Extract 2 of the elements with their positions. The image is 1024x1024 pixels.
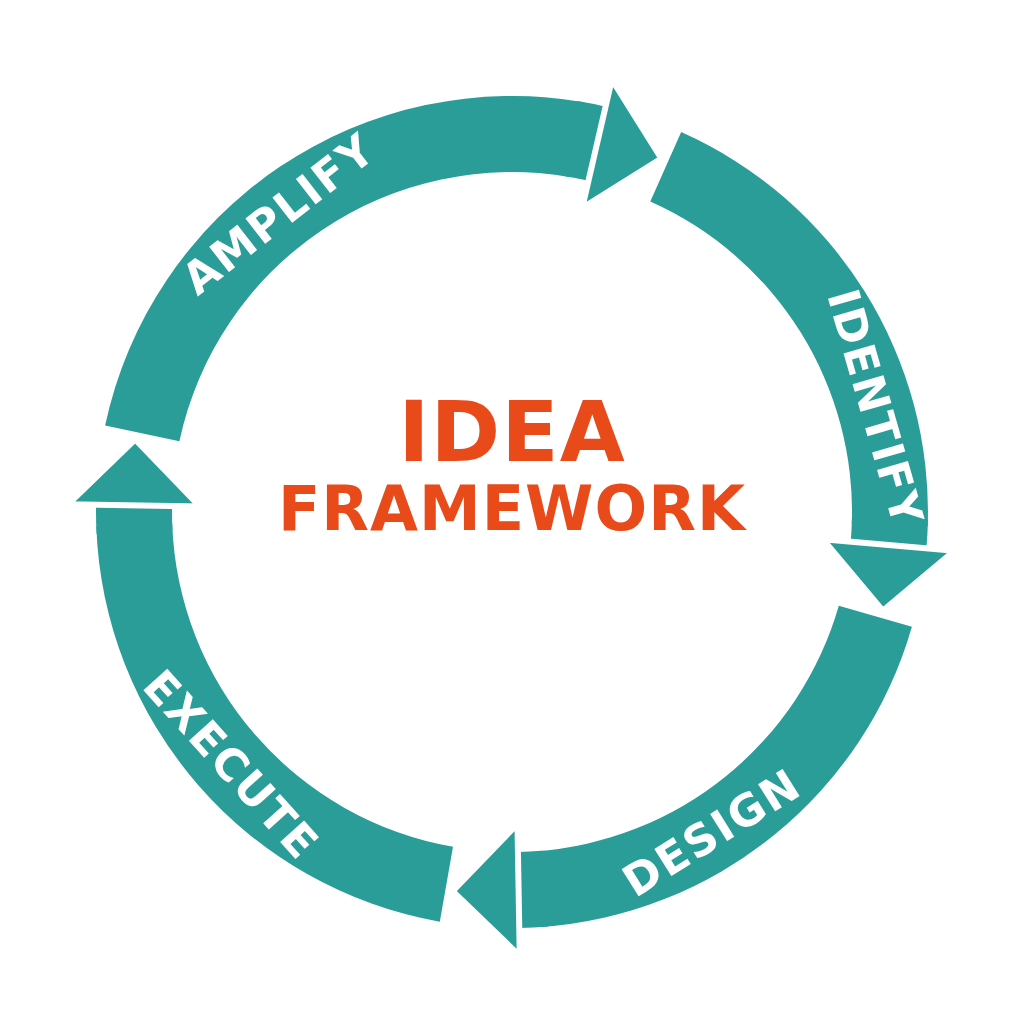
- center-title: IDEA: [398, 390, 626, 474]
- center-title: FRAMEWORK: [278, 478, 746, 540]
